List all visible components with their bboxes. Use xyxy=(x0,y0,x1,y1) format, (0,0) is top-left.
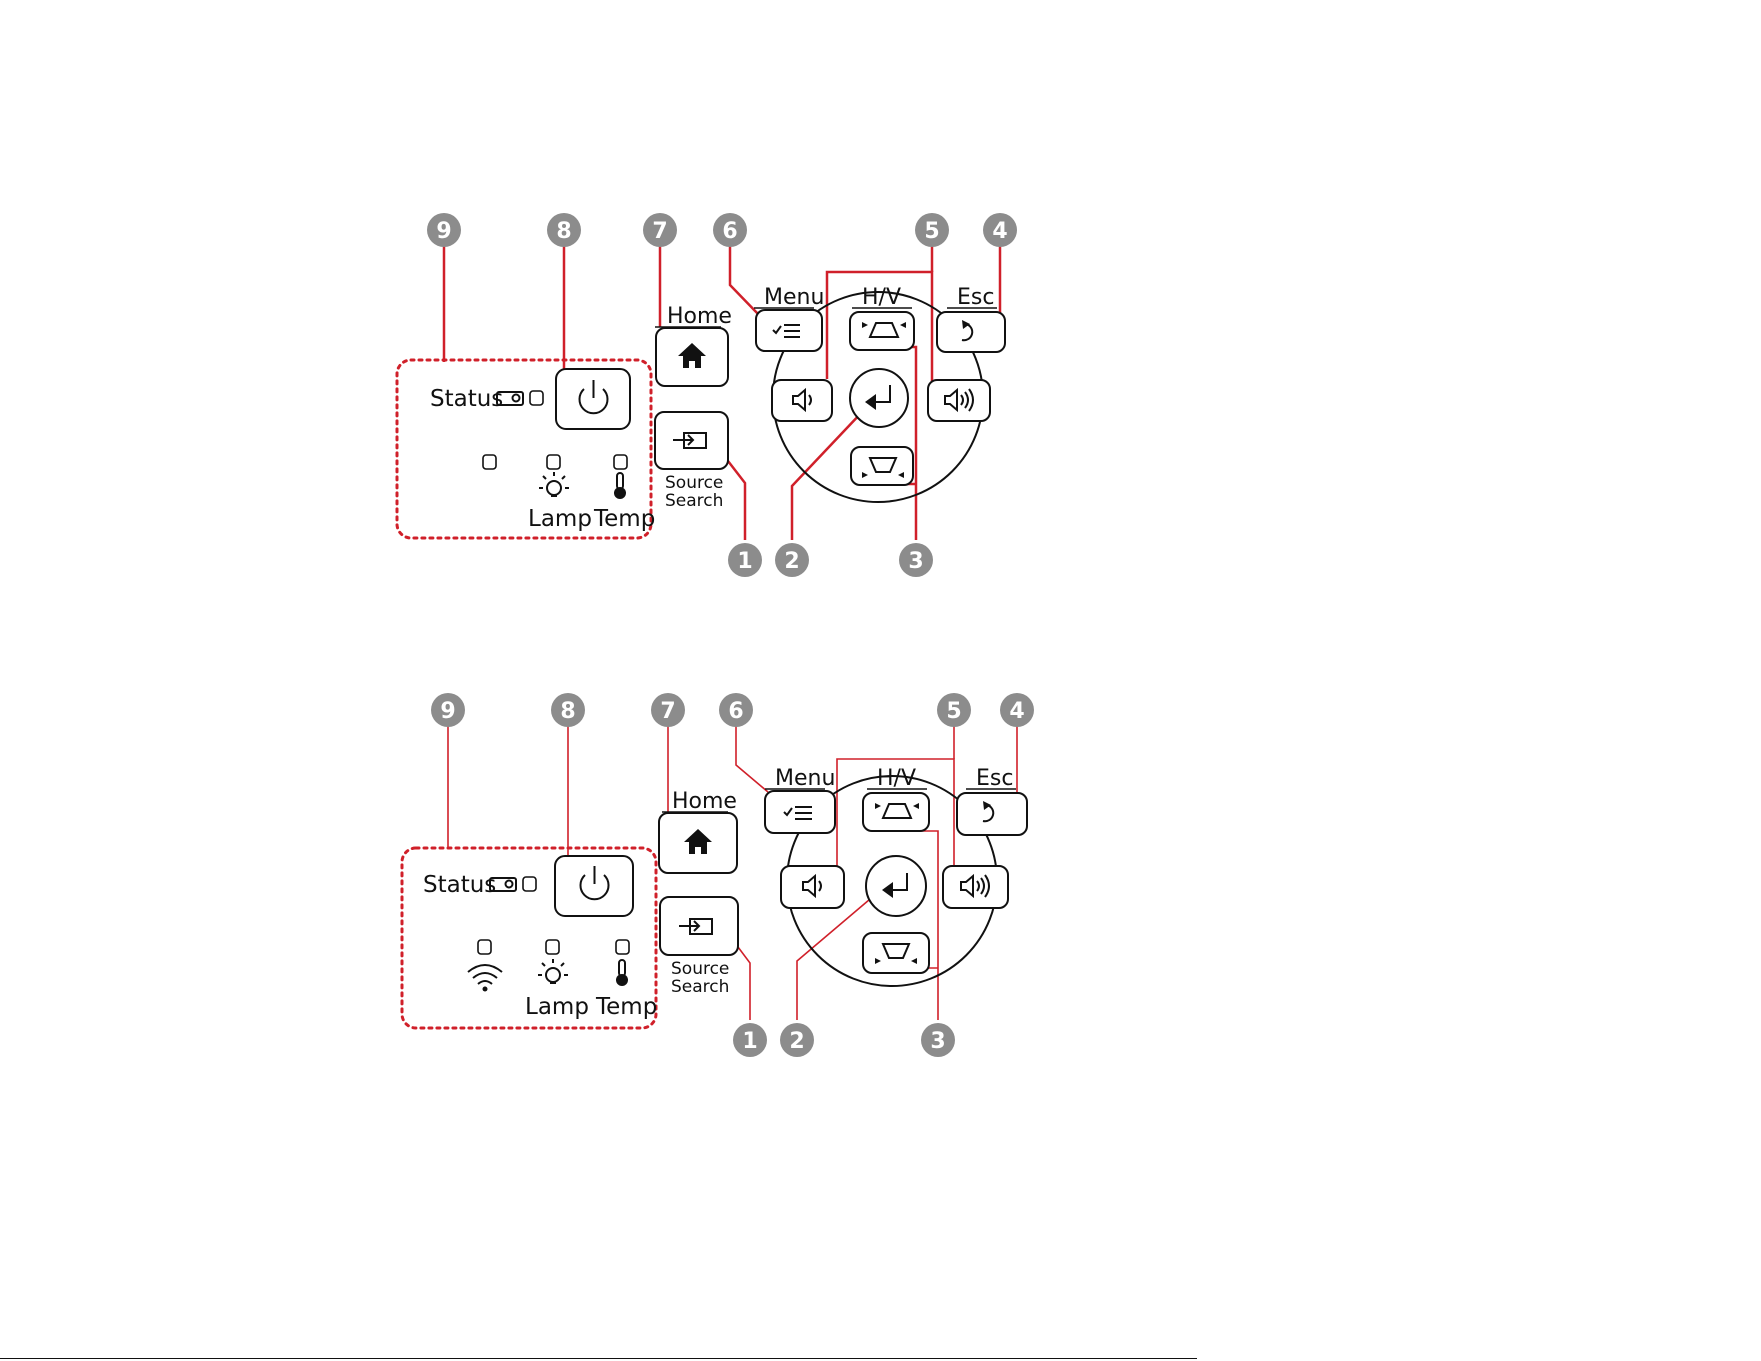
leader-1 xyxy=(735,943,750,1020)
keystone-up-button[interactable] xyxy=(863,793,929,831)
svg-text:2: 2 xyxy=(789,1029,804,1054)
callout-5: 5 xyxy=(937,693,971,727)
temp-led xyxy=(614,455,627,469)
esc-label: Esc xyxy=(976,766,1013,791)
status-label: Status xyxy=(430,386,503,412)
svg-text:4: 4 xyxy=(992,219,1007,244)
leader-3a xyxy=(912,831,938,1020)
svg-text:3: 3 xyxy=(930,1029,945,1054)
callout-6: 6 xyxy=(713,213,747,247)
control-panel-diagram-bottom: Status xyxy=(0,480,1761,1000)
keystone-down-button[interactable] xyxy=(863,933,929,973)
power-button[interactable] xyxy=(556,369,630,429)
menu-label: Menu xyxy=(764,285,824,310)
menu-label: Menu xyxy=(775,766,835,791)
svg-text:5: 5 xyxy=(924,219,939,244)
hv-label: H/V xyxy=(862,285,901,310)
callout-3: 3 xyxy=(921,1023,955,1057)
home-label: Home xyxy=(672,789,737,814)
status-label: Status xyxy=(423,872,496,898)
thermometer-icon xyxy=(616,960,628,986)
volume-down-button[interactable] xyxy=(781,866,844,908)
enter-button[interactable] xyxy=(850,369,908,427)
wifi-icon xyxy=(468,965,502,992)
power-button[interactable] xyxy=(555,856,633,916)
svg-text:4: 4 xyxy=(1009,699,1024,724)
source-search-button[interactable] xyxy=(660,897,738,955)
control-panel-svg-top: Status xyxy=(0,0,1761,520)
esc-label: Esc xyxy=(957,285,994,310)
svg-text:6: 6 xyxy=(722,219,737,244)
menu-button[interactable] xyxy=(756,310,822,351)
volume-down-button[interactable] xyxy=(772,380,832,421)
enter-button[interactable] xyxy=(866,856,926,916)
lamp-led xyxy=(546,940,559,954)
svg-text:7: 7 xyxy=(660,699,675,724)
status-led xyxy=(523,877,536,891)
footer-rule xyxy=(0,1358,1197,1359)
lamp-label: Lamp xyxy=(525,994,589,1020)
svg-text:5: 5 xyxy=(946,699,961,724)
lamp-led xyxy=(547,455,560,469)
callout-8: 8 xyxy=(551,693,585,727)
temp-label: Temp xyxy=(595,994,657,1020)
svg-text:9: 9 xyxy=(436,219,451,244)
wifi-led xyxy=(478,940,491,954)
home-label: Home xyxy=(667,304,732,329)
home-button[interactable] xyxy=(656,328,728,386)
svg-text:9: 9 xyxy=(440,699,455,724)
home-button[interactable] xyxy=(659,813,737,873)
status-led xyxy=(530,391,543,405)
source-label-line1: Source xyxy=(671,959,729,979)
callout-9: 9 xyxy=(427,213,461,247)
esc-button[interactable] xyxy=(957,793,1027,835)
hv-label: H/V xyxy=(877,766,916,791)
svg-text:6: 6 xyxy=(728,699,743,724)
callout-7: 7 xyxy=(643,213,677,247)
indicator-led-1 xyxy=(483,455,496,469)
callout-9: 9 xyxy=(431,693,465,727)
callout-2: 2 xyxy=(780,1023,814,1057)
control-panel-svg-bottom: Status xyxy=(0,480,1761,1060)
callout-8: 8 xyxy=(547,213,581,247)
svg-text:8: 8 xyxy=(560,699,575,724)
keystone-up-button[interactable] xyxy=(850,312,914,350)
esc-button[interactable] xyxy=(937,312,1005,352)
temp-led xyxy=(616,940,629,954)
volume-up-button[interactable] xyxy=(943,866,1008,908)
callout-4: 4 xyxy=(1000,693,1034,727)
svg-text:1: 1 xyxy=(742,1029,757,1054)
control-panel-diagram-top: Status xyxy=(0,0,1761,520)
callout-5: 5 xyxy=(915,213,949,247)
callout-1: 1 xyxy=(733,1023,767,1057)
source-search-button[interactable] xyxy=(655,412,728,469)
menu-button[interactable] xyxy=(765,791,835,833)
callout-7: 7 xyxy=(651,693,685,727)
volume-up-button[interactable] xyxy=(928,380,990,421)
source-label-line2: Search xyxy=(671,977,729,997)
svg-text:8: 8 xyxy=(556,219,571,244)
callout-4: 4 xyxy=(983,213,1017,247)
svg-text:7: 7 xyxy=(652,219,667,244)
lamp-icon xyxy=(538,959,568,983)
callout-6: 6 xyxy=(719,693,753,727)
